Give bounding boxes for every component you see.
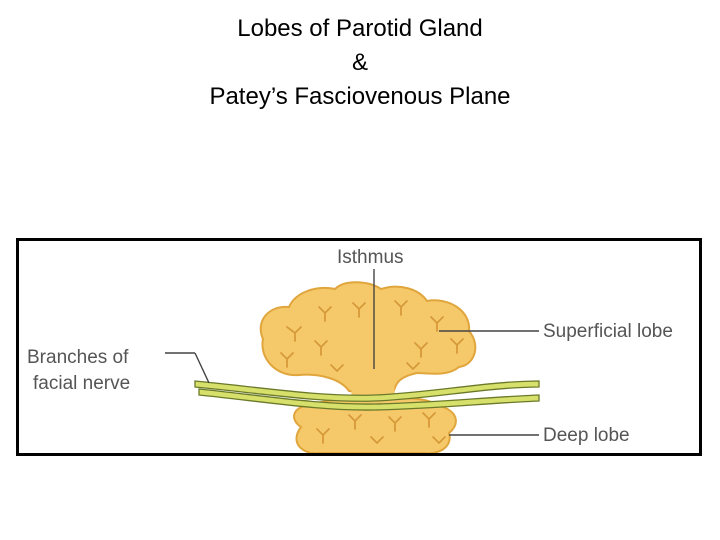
title-line-1: Lobes of Parotid Gland (237, 15, 483, 42)
leader-lines (165, 269, 539, 436)
branches-label-line-2: facial nerve (33, 373, 130, 394)
isthmus-shape (351, 361, 395, 401)
facial-nerve-lower-branch (198, 388, 540, 411)
parotid-diagram: Isthmus Superficial lobe Branches of fac… (27, 247, 673, 453)
facial-nerve-upper-branch (194, 380, 540, 402)
superficial-lobe-shape (259, 281, 477, 397)
isthmus-label: Isthmus (337, 247, 404, 268)
title-line-3: Patey’s Fasciovenous Plane (209, 83, 511, 110)
duct-marks (280, 300, 464, 444)
title-line-2: & (351, 49, 368, 76)
slide-title: Lobes of Parotid Gland & Patey’s Fasciov… (0, 12, 720, 114)
deep-lobe-label: Deep lobe (543, 425, 630, 446)
parotid-diagram-frame: Isthmus Superficial lobe Branches of fac… (16, 238, 702, 456)
branches-label-line-1: Branches of (27, 347, 129, 368)
superficial-lobe-label: Superficial lobe (543, 321, 673, 342)
branches-leader-line-2 (194, 352, 210, 384)
